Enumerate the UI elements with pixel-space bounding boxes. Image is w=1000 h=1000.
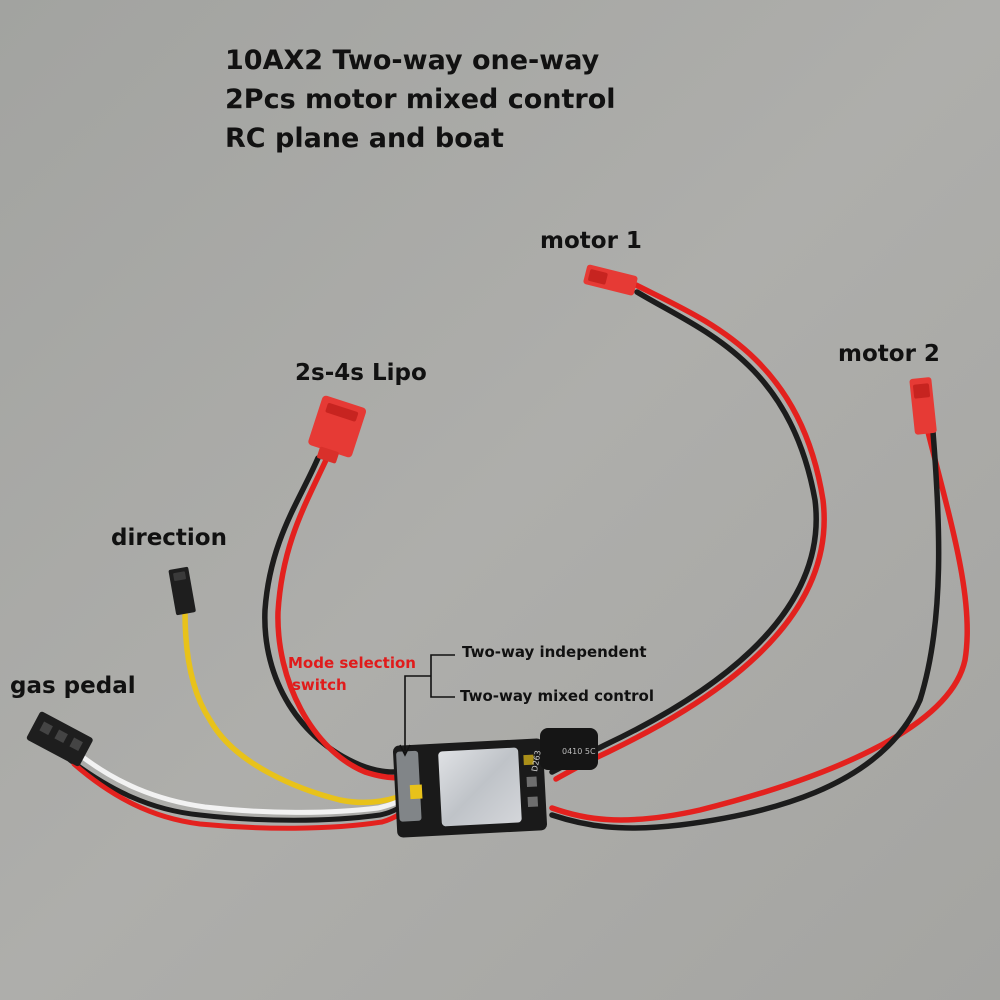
shield-plate bbox=[438, 747, 522, 827]
mode-switch-label-line-1: Mode selection bbox=[288, 654, 416, 672]
gas-pedal-connector bbox=[26, 711, 93, 767]
capacitor-marking: 0410 5C bbox=[562, 747, 596, 756]
lipo-label: 2s-4s Lipo bbox=[295, 360, 427, 386]
title-line-1: 10AX2 Two-way one-way bbox=[225, 45, 600, 76]
lipo-connector bbox=[308, 395, 367, 464]
lipo-wire bbox=[262, 455, 417, 781]
chip-marking: D263 bbox=[530, 750, 543, 773]
option-independent-label: Two-way independent bbox=[462, 643, 647, 661]
capacitor: 0410 5C bbox=[540, 728, 598, 770]
title-line-3: RC plane and boat bbox=[225, 123, 504, 154]
mode-switch-label-line-2: switch bbox=[292, 676, 347, 694]
gas-pedal-wire bbox=[67, 752, 414, 831]
mode-switch-annotation bbox=[399, 654, 455, 757]
motor2-wire bbox=[549, 429, 970, 831]
motor1-wire bbox=[549, 282, 827, 782]
esc-board bbox=[393, 738, 547, 838]
direction-wire bbox=[182, 609, 415, 806]
option-mixed-label: Two-way mixed control bbox=[460, 687, 654, 705]
direction-label: direction bbox=[111, 525, 227, 551]
motor1-connector bbox=[583, 264, 638, 296]
direction-connector bbox=[168, 566, 196, 616]
motor1-label: motor 1 bbox=[540, 228, 642, 254]
title-line-2: 2Pcs motor mixed control bbox=[225, 84, 616, 115]
gas-pedal-label: gas pedal bbox=[10, 673, 136, 699]
motor2-connector bbox=[909, 377, 937, 435]
motor2-label: motor 2 bbox=[838, 341, 940, 367]
